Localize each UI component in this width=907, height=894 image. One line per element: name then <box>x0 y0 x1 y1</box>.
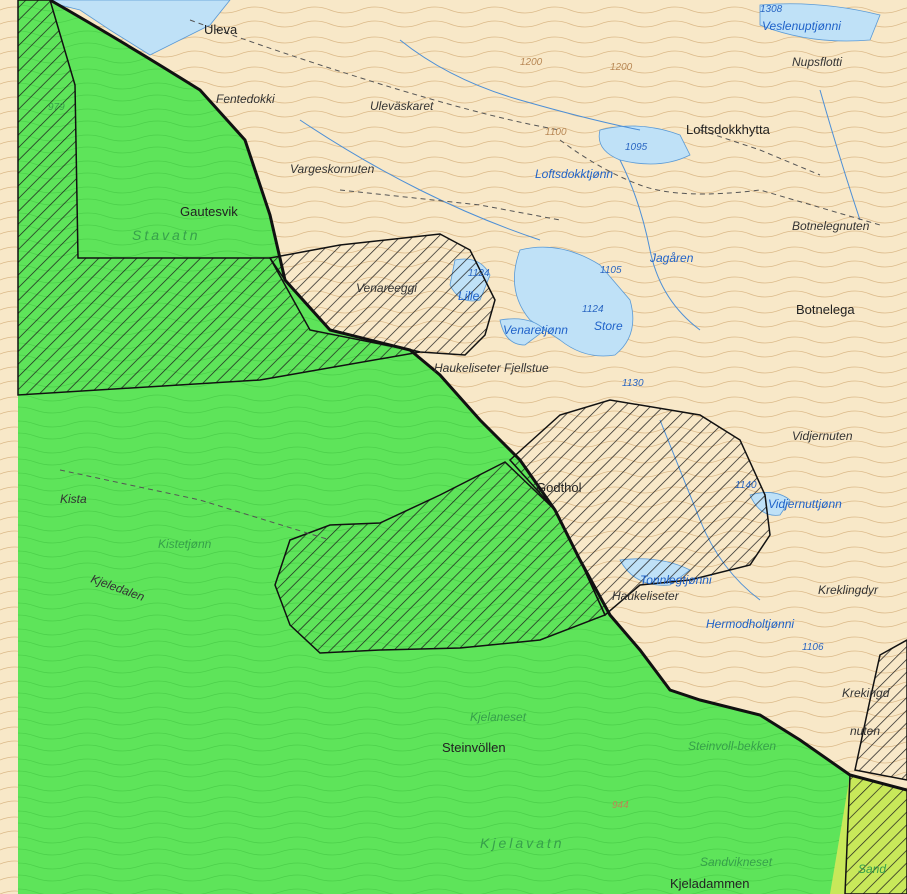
label-steinvoll-bekken: Steinvoll-bekken <box>688 739 776 753</box>
elev-1200b: 1200 <box>610 62 633 73</box>
label-lille: Lille <box>458 289 480 303</box>
label-loftsdokkhytta: Loftsdokkhytta <box>686 122 771 137</box>
elev-944: 944 <box>612 800 629 811</box>
label-kista: Kista <box>60 492 87 506</box>
label-haukeliseter: Haukeliseter <box>612 589 680 603</box>
trails <box>59 19 881 541</box>
label-loftsdokktjonn: Loftsdokktjønn <box>535 167 613 181</box>
hatch-zone-kistetjonn <box>274 461 607 654</box>
label-ulevaskaret: Uleväskaret <box>370 99 434 113</box>
label-nupsflotti: Nupsflotti <box>792 55 842 69</box>
elev-1106: 1106 <box>802 642 824 653</box>
label-vidjernuttjonn: Vidjernuttjønn <box>768 497 842 511</box>
boundary-line <box>49 0 907 792</box>
label-kjelaneset: Kjelaneset <box>470 710 527 724</box>
hatch-zone-southeast <box>844 774 907 894</box>
label-kreklingd: Krekingd <box>842 686 890 700</box>
label-kjelavatn: Kjelavatn <box>480 835 565 851</box>
veslenuptjonni-lake <box>759 3 881 42</box>
label-steinvollen: Steinvöllen <box>442 740 506 755</box>
venaretjonn-lake <box>499 318 546 346</box>
elev-1100: 1100 <box>545 127 567 138</box>
label-nuten: nuten <box>850 724 880 738</box>
label-stavatn: Stavatn <box>132 227 200 243</box>
label-kistetjonn: Kistetjønn <box>158 537 212 551</box>
elev-1124b: 1124 <box>582 304 604 315</box>
hatched-zones <box>17 0 907 894</box>
map-labels: Uleva Veslenuptjønni Nupsflotti Fentedok… <box>60 19 890 891</box>
protected-area-contours <box>18 0 907 894</box>
label-haukeliseter-fjellstue: Haukeliseter Fjellstue <box>434 361 549 375</box>
label-hermodholtjonni: Hermodholtjønni <box>706 617 794 631</box>
label-sandvikneset: Sandvikneset <box>700 855 773 869</box>
label-gautesvik: Gautesvik <box>180 204 238 219</box>
label-kjeladammen: Kjeladammen <box>670 876 750 891</box>
label-veslenuptjonni: Veslenuptjønni <box>762 19 841 33</box>
label-jagaren: Jagåren <box>649 251 694 265</box>
uleva-lake <box>39 0 231 56</box>
label-botnelega: Botnelega <box>796 302 855 317</box>
elev-1124a: 1124 <box>468 268 490 279</box>
label-sand: Sand <box>858 862 886 876</box>
elev-1308: 1308 <box>760 4 783 15</box>
label-venareeggi: Venareeggi <box>356 281 417 295</box>
elev-1140: 1140 <box>735 480 757 491</box>
label-venaretjonn: Venaretjønn <box>503 323 568 337</box>
hatch-zone-west <box>17 0 421 396</box>
elevation-labels: 1308 1200 1200 1100 1095 1124 1105 1124 … <box>48 4 824 811</box>
elev-1095: 1095 <box>625 142 648 153</box>
elev-1105: 1105 <box>600 265 622 276</box>
label-vargeskornuten: Vargeskornuten <box>290 162 375 176</box>
label-fentedokki: Fentedokki <box>216 92 275 106</box>
label-uleva: Uleva <box>204 22 238 37</box>
label-store: Store <box>594 319 623 333</box>
label-botnelegnuten: Botnelegnuten <box>792 219 870 233</box>
label-tonnlegtjonni: Tonnlegtjønni <box>640 573 712 587</box>
hatch-zone-east <box>854 639 907 781</box>
label-vidjernuten: Vidjernuten <box>792 429 853 443</box>
elev-1200a: 1200 <box>520 57 543 68</box>
elev-979: 979 <box>48 102 65 113</box>
loftsdokk-lake <box>598 125 691 165</box>
label-godthol: Godthol <box>536 480 582 495</box>
label-kreklingdy: Kreklingdyr <box>818 583 879 597</box>
elev-1130: 1130 <box>622 378 644 389</box>
